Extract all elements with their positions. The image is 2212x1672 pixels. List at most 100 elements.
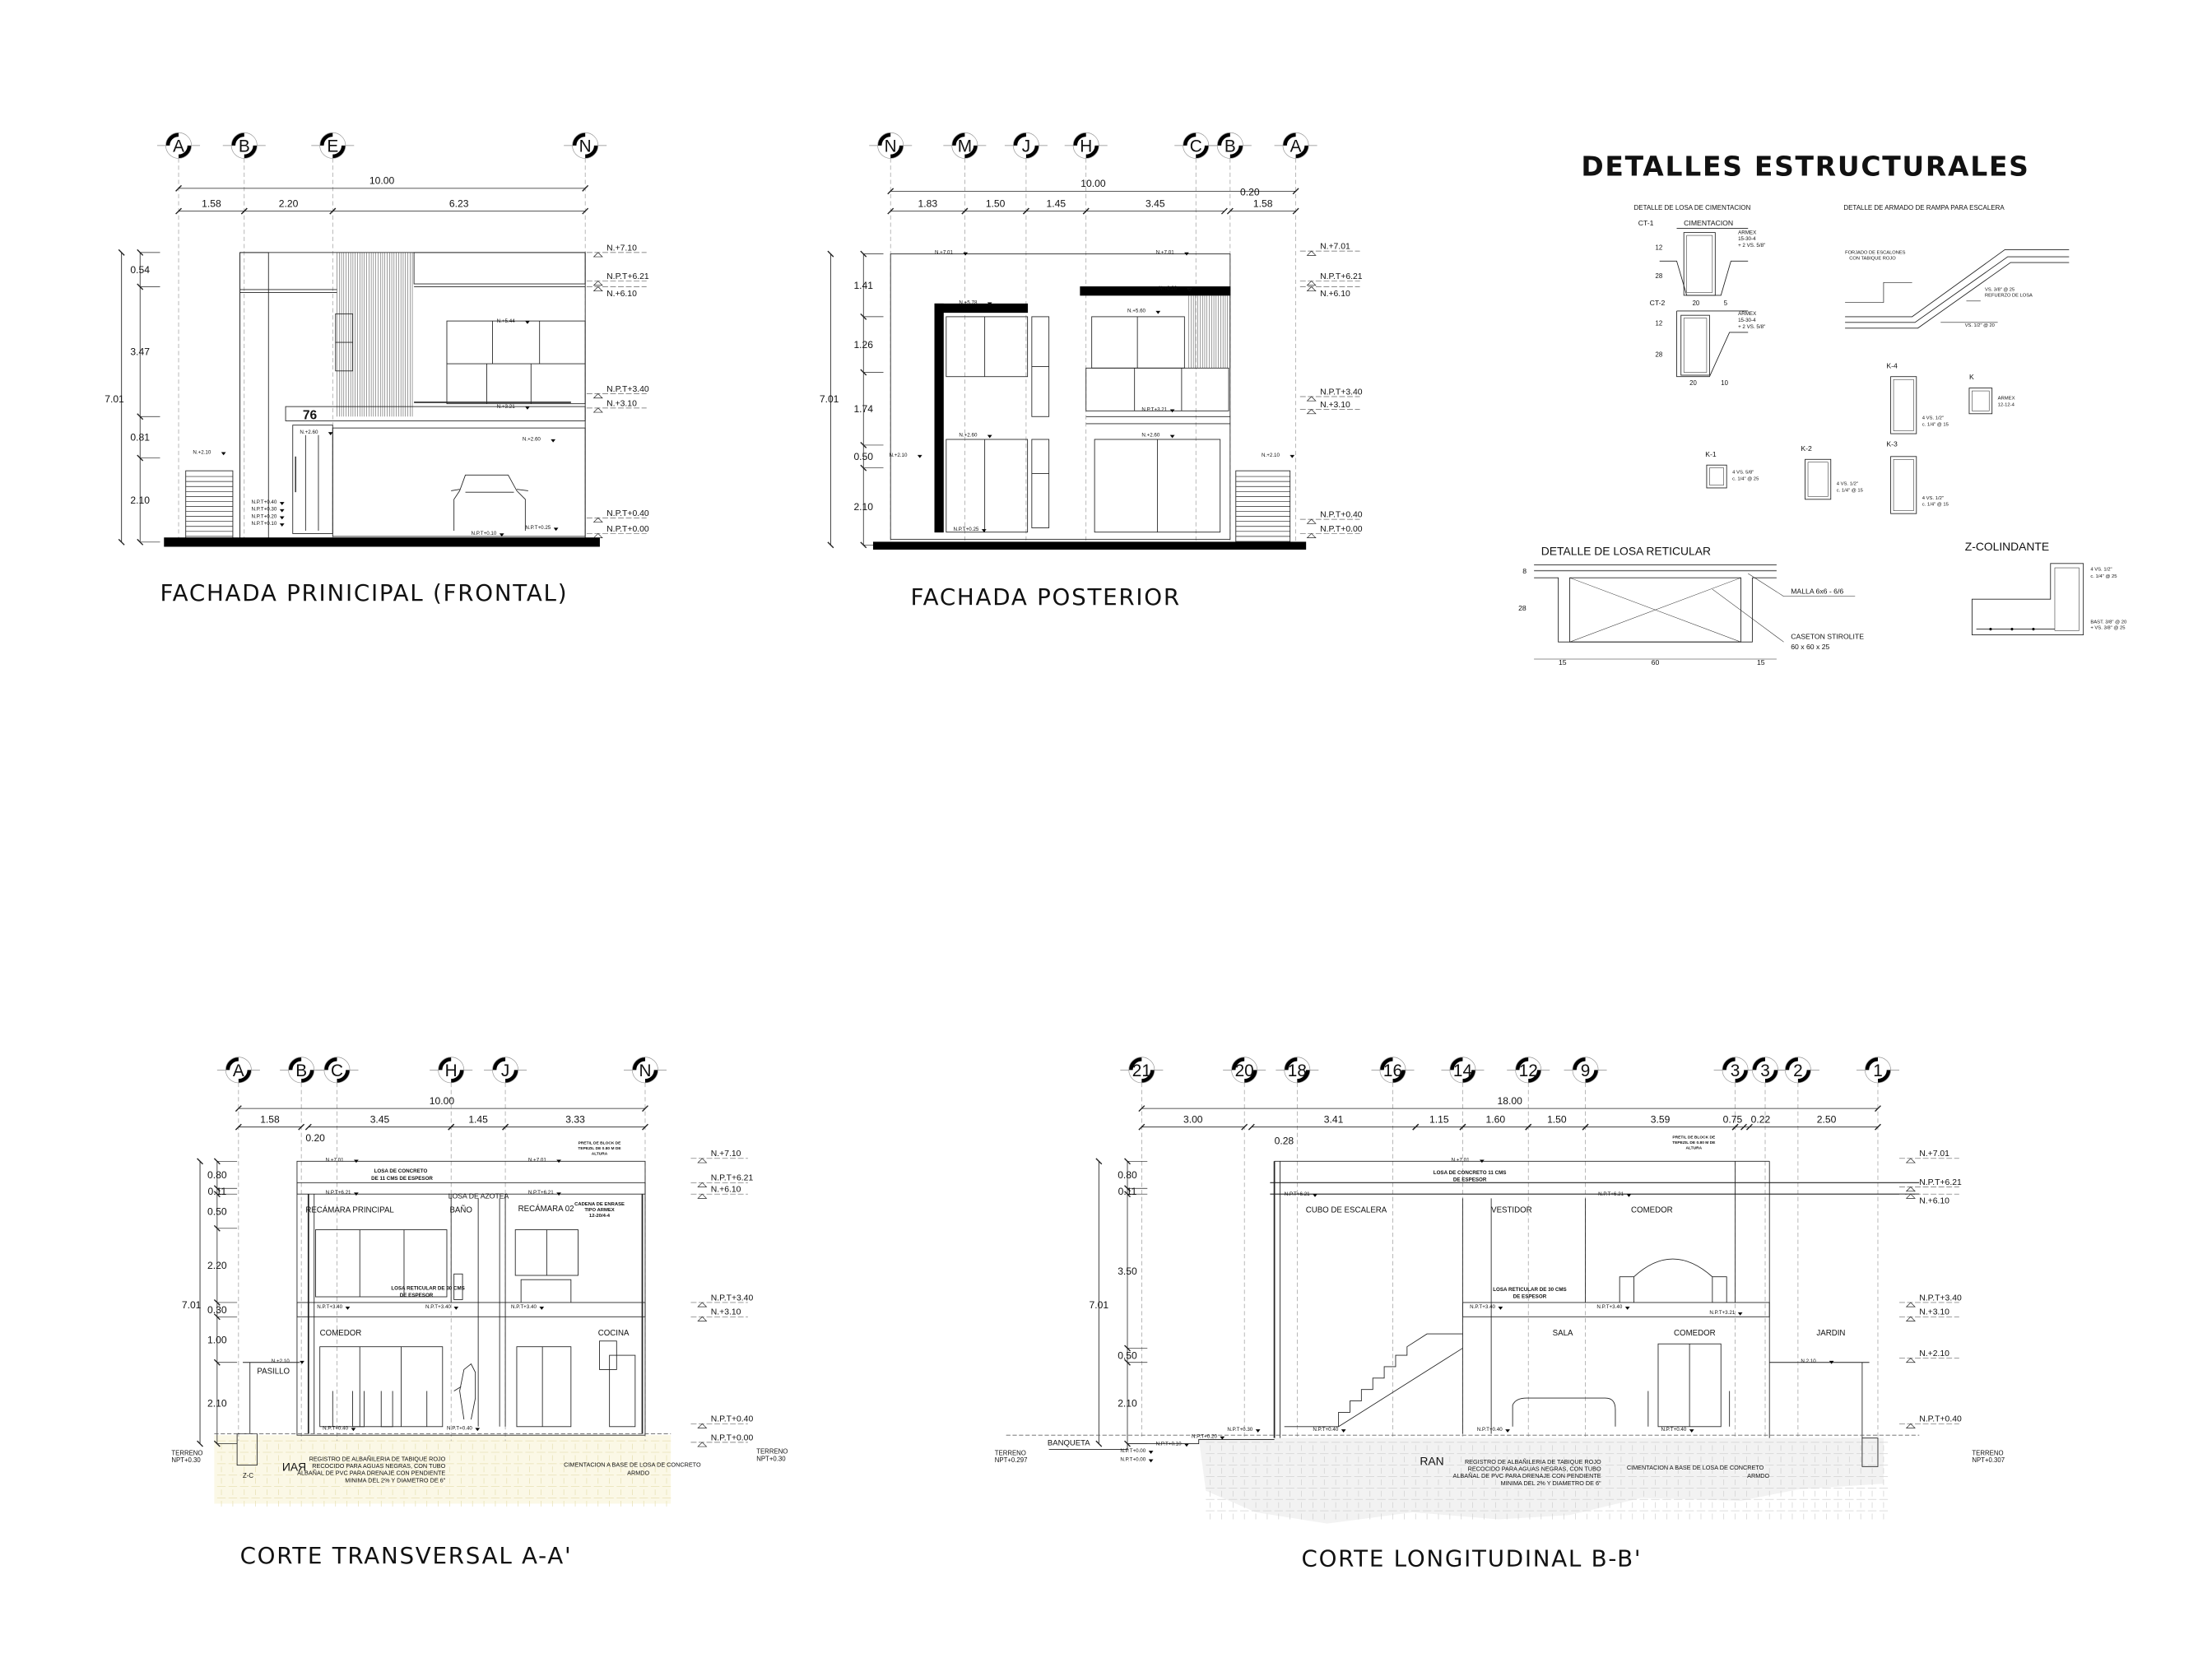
level-label: N.P.T+6.21 xyxy=(1919,1178,1962,1187)
dim-tick xyxy=(235,1105,242,1112)
column-name: K-3 xyxy=(1886,440,1898,448)
bubble-arc xyxy=(1231,1057,1245,1071)
level-label: N.P.T+0.00 xyxy=(711,1433,754,1442)
grid-axis-bubble: J xyxy=(1004,132,1048,159)
stirrup xyxy=(1807,462,1829,497)
level-marker xyxy=(981,529,987,532)
dimension-value: 0.80 xyxy=(1118,1169,1137,1181)
dim-tick xyxy=(235,1123,242,1131)
dim-tick xyxy=(961,207,969,215)
level-tag: N.P.T+6.21 xyxy=(326,1190,351,1196)
level-tag: N.+5.44 xyxy=(497,318,516,324)
rebar-spec: c. 1/4" @ 15 xyxy=(1922,423,1949,428)
grid-axis-label: H xyxy=(1080,137,1092,156)
bubble-arc xyxy=(877,132,891,146)
bed xyxy=(520,1279,572,1303)
dimension-value: 3.00 xyxy=(1183,1113,1203,1125)
level-marker xyxy=(592,393,603,399)
level-tag: N.P.T+0.30 xyxy=(1227,1427,1252,1433)
room-label: JARDIN xyxy=(1816,1329,1845,1338)
rebar-spec: 15-30-4 xyxy=(1738,318,1756,323)
dining-set xyxy=(332,1391,428,1428)
dimension-value: 1.45 xyxy=(468,1113,488,1125)
line xyxy=(1569,577,1741,643)
level-tag: N.+7.01 xyxy=(326,1157,345,1163)
column-name: K xyxy=(1969,373,1974,381)
slab-band xyxy=(285,406,586,421)
bubble-arc xyxy=(1195,145,1209,159)
level-marker xyxy=(556,1159,562,1163)
dim-tick xyxy=(118,538,125,546)
note: REGISTRO DE ALBAÑILERIA DE TABIQUE ROJO xyxy=(1465,1458,1601,1465)
rebar-spec: 4 VS. 1/2" xyxy=(2090,568,2112,573)
terrain-label: NPT+0.297 xyxy=(995,1456,1028,1464)
dimension-value: 0.75 xyxy=(1723,1113,1743,1125)
terrain-label: NPT+0.30 xyxy=(756,1455,786,1462)
level-marker xyxy=(1155,310,1161,314)
level-marker xyxy=(697,1442,708,1447)
level-marker xyxy=(592,252,603,258)
dimension-total: 7.01 xyxy=(820,393,839,405)
view-title: CORTE TRANSVERSAL A-A' xyxy=(240,1542,573,1569)
bubble-arc xyxy=(178,145,192,159)
bubble-arc xyxy=(1073,132,1086,146)
grid-axis-label: N xyxy=(579,137,592,156)
level-marker xyxy=(592,532,603,538)
rebar-spec: c. 1/4" @ 15 xyxy=(1837,488,1864,493)
bubble-arc xyxy=(890,145,904,159)
level-label: N.+6.10 xyxy=(1320,290,1350,299)
note: ARMDO xyxy=(1747,1472,1769,1479)
bubble-arc xyxy=(1295,145,1308,159)
rebar-spec: + 2 VS. 5/8" xyxy=(1738,243,1765,248)
level-tag: N.+5.78 xyxy=(959,300,978,305)
rebar-spec: + 2 VS. 5/8" xyxy=(1738,324,1765,330)
bubble-arc xyxy=(952,132,965,146)
details-title: DETALLES ESTRUCTURALES xyxy=(1581,150,2029,182)
rebar-spec: FORJADO DE ESCALONES xyxy=(1845,251,1906,256)
grid-axis-label: 3 xyxy=(1731,1061,1740,1080)
note: RAN xyxy=(1420,1455,1443,1468)
bubble-arc xyxy=(584,145,598,159)
room-label: COMEDOR xyxy=(1674,1329,1716,1338)
rebar-spec: VS. 1/2" @ 20 xyxy=(1965,323,1995,328)
dimension-value: 0.81 xyxy=(130,432,150,444)
level-tag: N.+2.60 xyxy=(523,437,541,443)
bubble-arc xyxy=(1462,1070,1475,1083)
dimension-value: 5 xyxy=(1724,300,1728,307)
level-label: N.+2.10 xyxy=(1919,1349,1949,1358)
level-marker xyxy=(1905,1423,1916,1428)
dimension-value: 10.00 xyxy=(369,175,395,187)
heavy-fascia xyxy=(1080,286,1231,296)
level-tag: N.P.T+6.21 xyxy=(1285,1191,1310,1197)
rebar-spec: + VS. 3/8" @ 25 xyxy=(2090,626,2126,631)
note: DE ESPESOR xyxy=(1513,1294,1547,1300)
level-marker xyxy=(1306,409,1317,415)
dim-tick xyxy=(1095,1158,1103,1165)
bubble-arc xyxy=(1243,1070,1257,1083)
bubble-arc xyxy=(1297,1070,1310,1083)
level-tag: N.P.T+0.10 xyxy=(251,521,276,527)
level-tag: N.+2.10 xyxy=(272,1358,290,1364)
level-label: N.P.T+0.40 xyxy=(711,1415,754,1424)
stirrup xyxy=(1972,390,1990,411)
level-marker xyxy=(1290,454,1295,458)
terrain-label: TERRENO xyxy=(1972,1449,2003,1456)
level-label: N.P.T+3.40 xyxy=(711,1293,754,1303)
grid-axis-label: 3 xyxy=(1760,1061,1770,1080)
detail-label: CIMENTACION xyxy=(1684,219,1733,227)
detail-title: DETALLE DE LOSA DE CIMENTACION xyxy=(1634,204,1751,211)
door-window xyxy=(946,439,1029,533)
dim-tick xyxy=(1525,1123,1532,1131)
rebar-dot xyxy=(2010,628,2014,631)
level-tag: N.+5.60 xyxy=(1127,309,1146,314)
room-label: BAÑO xyxy=(449,1206,472,1215)
note: 12-20/4-4 xyxy=(589,1214,611,1219)
level-marker xyxy=(1905,1158,1916,1163)
level-label: N.P.T+0.00 xyxy=(606,525,649,534)
dim-tick xyxy=(1220,207,1228,215)
dim-tick xyxy=(118,248,125,256)
rebar-spec: 4 VS. 1/2" xyxy=(1922,496,1944,501)
bubble-arc xyxy=(165,132,179,146)
bubble-arc xyxy=(632,1057,646,1071)
stirrup xyxy=(1686,235,1713,293)
